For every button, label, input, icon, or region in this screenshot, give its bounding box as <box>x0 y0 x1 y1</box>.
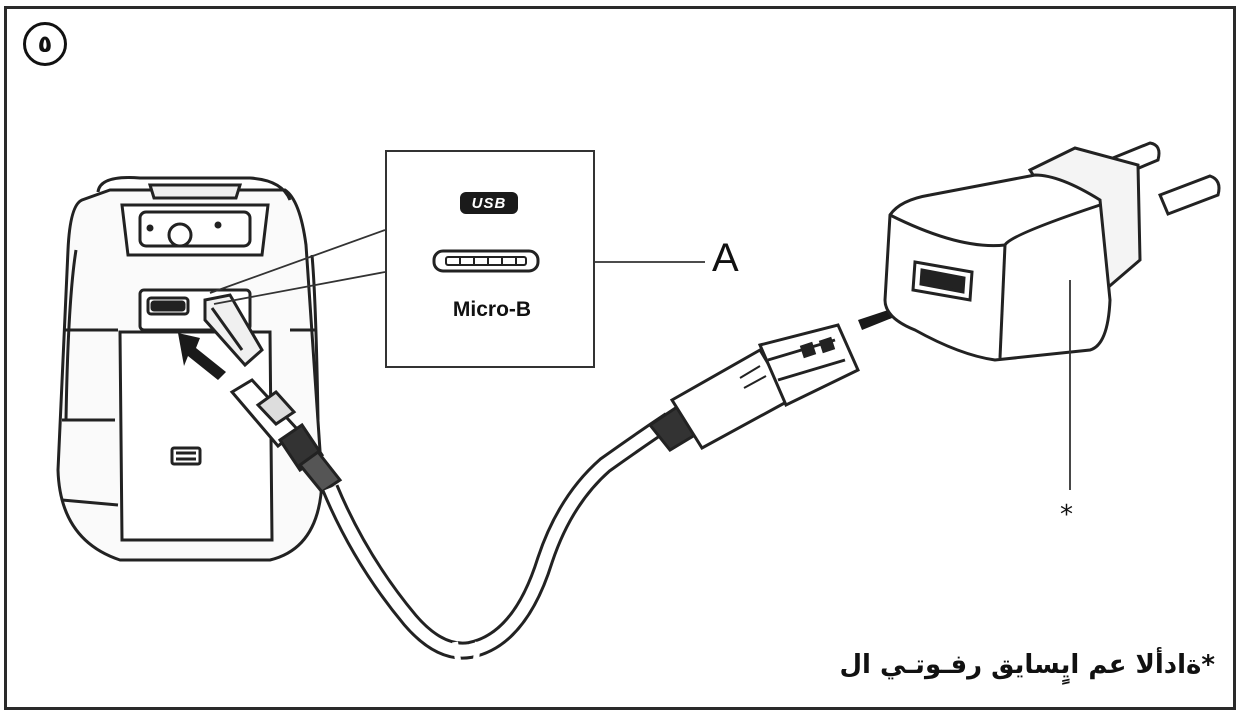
figure-frame <box>4 6 1236 710</box>
usb-logo: USB <box>460 192 518 214</box>
callout-label-a: A <box>712 236 739 280</box>
insert-arrow-icon <box>178 333 226 380</box>
usb-a-plug-icon <box>647 323 860 452</box>
usb-wall-charger-icon <box>883 141 1221 362</box>
micro-usb-plug-icon <box>229 378 343 495</box>
usb-cable-icon <box>321 412 675 661</box>
port-type-label: Micro-B <box>452 298 532 321</box>
footnote-text: *ةادألا عم ايٍساي‍ق رفـوتـي ال <box>839 650 1215 680</box>
micro-usb-port-icon <box>432 249 540 273</box>
step-number-badge: ٥ <box>23 22 67 66</box>
charger-footnote-marker: * <box>1060 500 1073 530</box>
laser-level-device-icon <box>56 176 324 562</box>
